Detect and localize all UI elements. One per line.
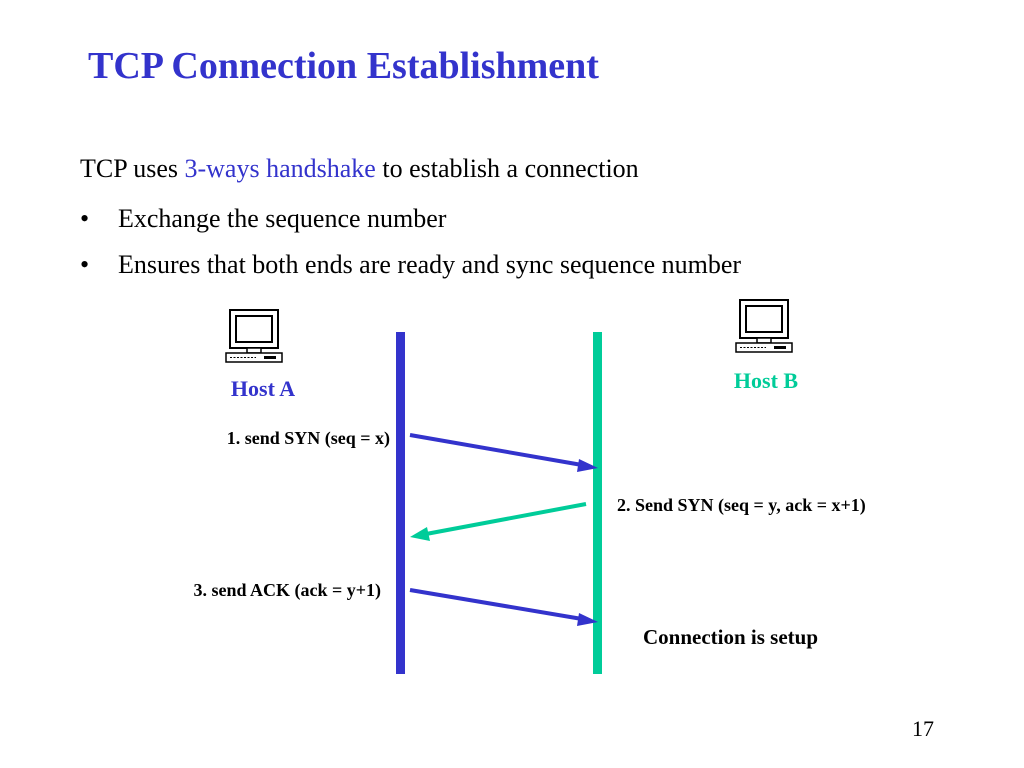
host-a-label: Host A bbox=[231, 376, 295, 401]
syn-arrow bbox=[409, 433, 598, 472]
host-a-computer-icon bbox=[225, 309, 283, 363]
host-b-computer-icon bbox=[735, 299, 793, 353]
step-1-label: 1. send SYN (seq = x) bbox=[227, 428, 390, 449]
syn-ack-arrow bbox=[410, 502, 587, 541]
bullet-marker: • bbox=[80, 204, 90, 233]
slide-title: TCP Connection Establishment bbox=[88, 45, 599, 87]
page-number: 17 bbox=[912, 716, 934, 741]
step-2-label: 2. Send SYN (seq = y, ack = x+1) bbox=[617, 495, 866, 516]
host-b-label: Host B bbox=[734, 368, 799, 393]
bullet-marker: • bbox=[80, 250, 90, 279]
intro-line: TCP uses 3-ways handshake to establish a… bbox=[80, 154, 639, 184]
bullet-item: • Ensures that both ends are ready and sy… bbox=[80, 248, 741, 294]
intro-highlight: 3-ways handshake bbox=[184, 154, 376, 183]
bullet-text: Ensures that both ends are ready and syn… bbox=[118, 250, 742, 279]
connection-status: Connection is setup bbox=[643, 625, 818, 649]
ack-arrow bbox=[409, 588, 598, 626]
intro-text-before: TCP uses bbox=[80, 154, 185, 183]
bullet-list: • Exchange the sequence number • Ensures t… bbox=[80, 202, 741, 294]
host-a-timeline bbox=[396, 332, 405, 674]
bullet-text: Exchange the sequence number bbox=[118, 204, 447, 233]
step-3-label: 3. send ACK (ack = y+1) bbox=[193, 580, 381, 601]
bullet-item: • Exchange the sequence number bbox=[80, 202, 741, 248]
host-b-timeline bbox=[593, 332, 602, 674]
intro-text-after: to establish a connection bbox=[375, 154, 639, 183]
